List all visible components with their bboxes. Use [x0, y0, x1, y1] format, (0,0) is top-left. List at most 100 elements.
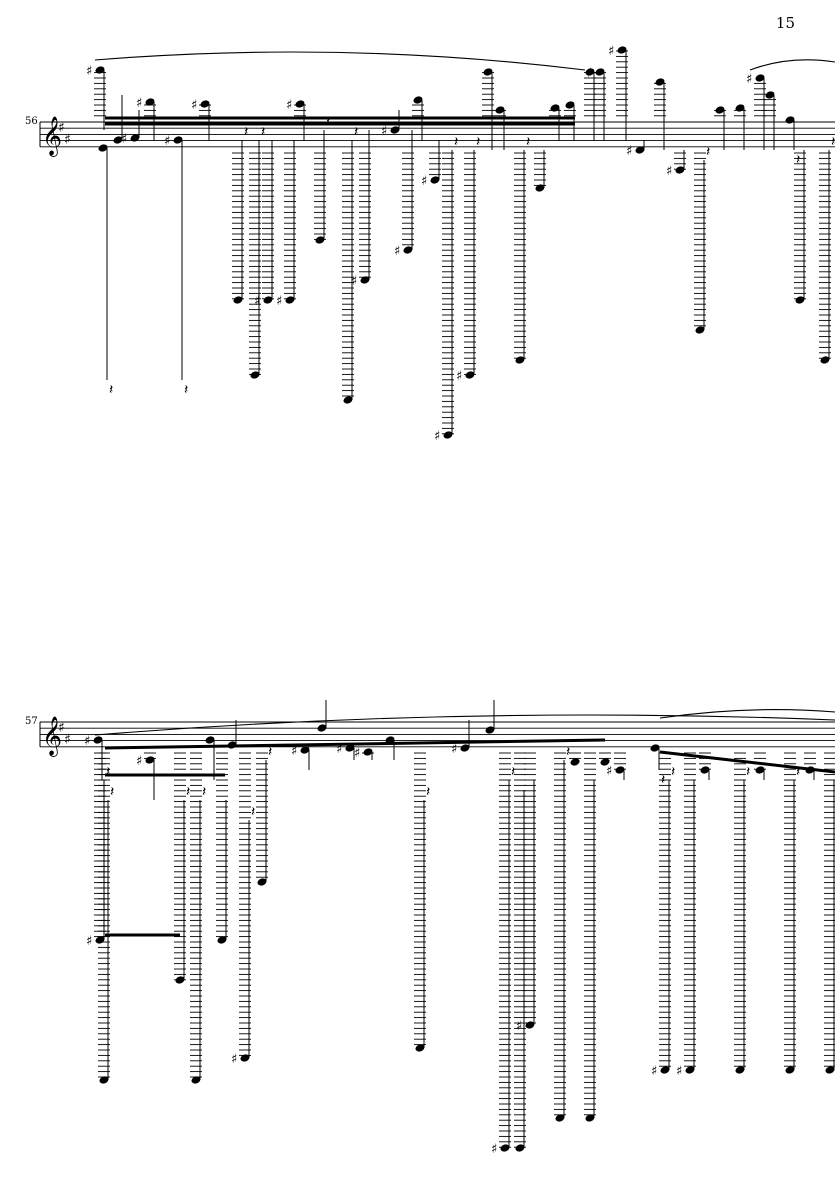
rest-icon: 𝄽	[184, 382, 188, 398]
treble-clef-icon: 𝄞	[42, 716, 62, 757]
sharp-icon: ♯	[84, 734, 90, 749]
rest-icon: 𝄽	[706, 144, 710, 160]
sharp-icon: ♯	[86, 934, 92, 949]
rest-icon: 𝄽	[186, 784, 190, 800]
note-head	[363, 748, 373, 756]
note-head	[785, 116, 795, 124]
slur	[94, 51, 586, 71]
note-head	[175, 976, 185, 984]
note-head	[755, 766, 765, 774]
rest-icon: 𝄽	[109, 382, 113, 398]
note-head	[585, 68, 595, 76]
note-head	[660, 1066, 670, 1074]
sharp-icon: ♯	[336, 742, 342, 757]
note-head	[700, 766, 710, 774]
measure-number-56: 56	[25, 116, 38, 127]
sharp-icon: ♯	[58, 120, 65, 136]
sharp-icon: ♯	[58, 720, 65, 736]
note-head	[785, 1066, 795, 1074]
note-head	[99, 1076, 109, 1084]
note-head	[130, 134, 140, 142]
sharp-icon: ♯	[191, 98, 197, 113]
note-head	[615, 766, 625, 774]
note-head	[240, 1054, 250, 1062]
sharp-icon: ♯	[586, 66, 592, 81]
rest-icon: 𝄽	[671, 764, 675, 780]
note-head	[795, 296, 805, 304]
note-head	[173, 136, 183, 144]
note-head	[191, 1076, 201, 1084]
note-head	[600, 758, 610, 766]
note-head	[735, 104, 745, 112]
sharp-icon: ♯	[86, 64, 92, 79]
beam	[104, 738, 606, 750]
measure-number-57: 57	[25, 716, 38, 727]
note-head	[570, 758, 580, 766]
sharp-icon: ♯	[136, 96, 142, 111]
note-head	[650, 744, 660, 752]
rest-icon: 𝄽	[106, 764, 110, 780]
note-head	[205, 736, 215, 744]
sharp-icon: ♯	[666, 164, 672, 179]
note-head	[565, 101, 575, 109]
sharp-icon: ♯	[451, 742, 457, 757]
sharp-icon: ♯	[351, 274, 357, 289]
note-head	[93, 736, 103, 744]
sharp-icon: ♯	[606, 764, 612, 779]
note-head	[343, 396, 353, 404]
note-head	[95, 66, 105, 74]
sharp-icon: ♯	[746, 72, 752, 87]
sharp-icon: ♯	[434, 429, 440, 444]
sharp-icon: ♯	[64, 732, 71, 748]
note-head	[345, 744, 355, 752]
note-head	[145, 756, 155, 764]
rest-icon: 𝄽	[261, 124, 265, 140]
rest-icon: 𝄽	[354, 124, 358, 140]
sharp-icon: ♯	[164, 134, 170, 149]
rest-icon: 𝄽	[566, 744, 570, 760]
sharp-icon: ♯	[136, 754, 142, 769]
rest-icon: 𝄽	[244, 124, 248, 140]
sharp-icon: ♯	[291, 744, 297, 759]
note-head	[655, 78, 665, 86]
note-head	[413, 96, 423, 104]
note-head	[675, 166, 685, 174]
page-number: 15	[775, 14, 795, 32]
treble-clef-icon: 𝄞	[42, 116, 62, 157]
system-57: 𝄞♯♯♯♯𝄽𝄽♯𝄽𝄽♯𝄽𝄽♯♯♯𝄽♯♯𝄽♯𝄽♯𝄽♯𝄽♯𝄽𝄽𝄽	[39, 700, 835, 1157]
note-head	[315, 236, 325, 244]
sharp-icon: ♯	[456, 369, 462, 384]
sharp-icon: ♯	[64, 132, 71, 148]
system-56: 𝄞♯♯♯𝄽♯♯♯𝄽♯𝄽𝄽♯♯♯𝄽𝄽♯♯♯♯♯𝄽♯𝄽𝄽♯♯♯♯𝄽♯𝄽𝄽	[39, 44, 835, 444]
note-head	[695, 326, 705, 334]
note-head	[825, 1066, 835, 1074]
note-head	[300, 746, 310, 754]
slur	[749, 59, 835, 71]
sharp-icon: ♯	[231, 1052, 237, 1067]
rest-icon: 𝄽	[526, 134, 530, 150]
note-head	[525, 1021, 535, 1029]
note-head	[200, 100, 210, 108]
rest-icon: 𝄽	[796, 764, 800, 780]
note-head	[145, 98, 155, 106]
note-head	[595, 68, 605, 76]
rest-icon: 𝄽	[426, 784, 430, 800]
sharp-icon: ♯	[254, 294, 260, 309]
sharp-icon: ♯	[516, 1019, 522, 1034]
rest-icon: 𝄽	[454, 134, 458, 150]
rest-icon: 𝄽	[326, 114, 330, 130]
note-head	[385, 736, 395, 744]
note-head	[98, 144, 108, 152]
note-head	[415, 1044, 425, 1052]
sharp-icon: ♯	[608, 44, 614, 59]
note-head	[317, 724, 327, 732]
sharp-icon: ♯	[491, 1142, 497, 1157]
note-head	[443, 431, 453, 439]
sharp-icon: ♯	[121, 132, 127, 147]
note-head	[233, 296, 243, 304]
note-head	[217, 936, 227, 944]
note-head	[515, 356, 525, 364]
note-head	[495, 106, 505, 114]
note-head	[820, 356, 830, 364]
